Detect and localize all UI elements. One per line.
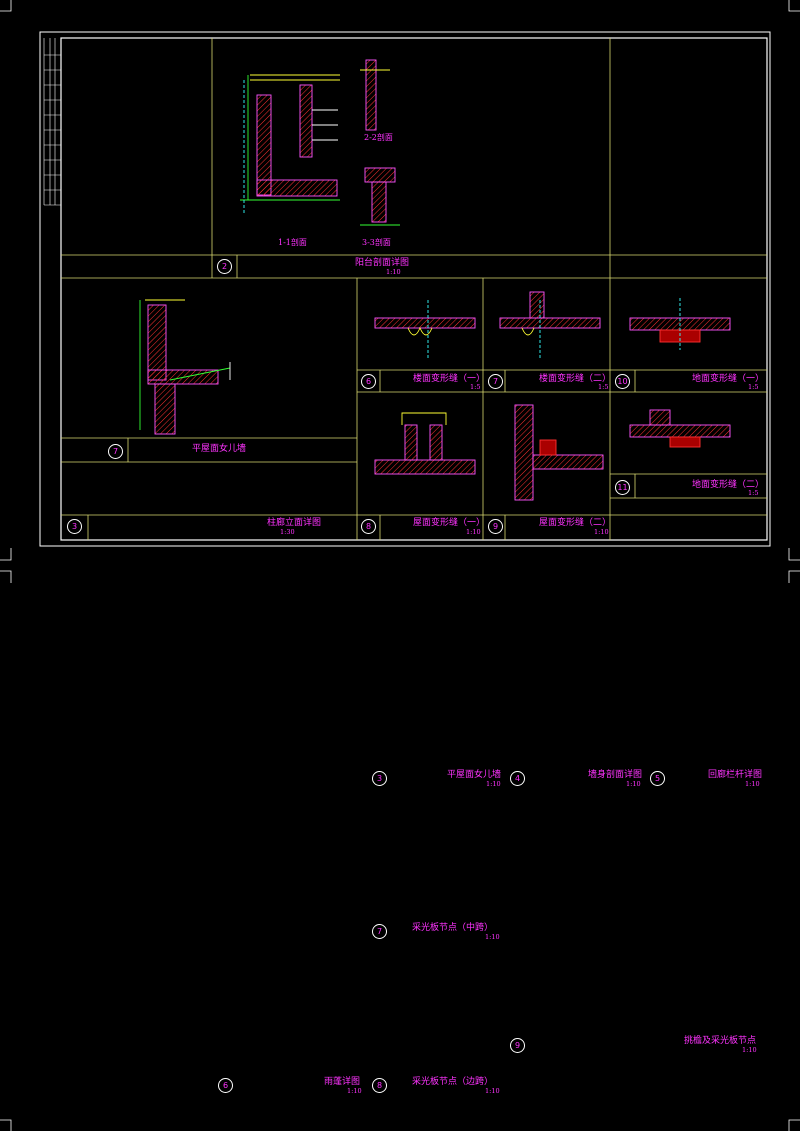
- floor-joint-1-scale: 1:5: [470, 383, 481, 391]
- skylight-edge-scale: 1:10: [485, 1087, 500, 1095]
- column-detail-number: 3: [67, 519, 82, 534]
- skylight-mid-title: 采光板节点（中跨）: [412, 923, 494, 933]
- ground-joint-1-title: 地面变形缝（一）: [692, 374, 765, 384]
- balcony-detail-number: 2: [217, 259, 232, 274]
- floor-joint-1-number: 6: [361, 374, 376, 389]
- ground-joint-1-number: 10: [615, 374, 630, 389]
- balcony-section-drawing: [240, 59, 400, 226]
- sheet-1-strip-cells: [44, 54, 61, 191]
- parapet-detail-number: 7: [108, 444, 123, 459]
- floor-joint-2-scale: 1:5: [598, 383, 609, 391]
- railing-detail-scale: 1:10: [745, 780, 760, 788]
- railing-detail-title: 回廊栏杆详图: [708, 770, 763, 780]
- ground-joint-2-title: 地面变形缝（二）: [692, 480, 765, 490]
- parapet2-detail-title: 平屋面女儿墙: [447, 770, 502, 780]
- wall-detail-number: 4: [510, 771, 525, 786]
- roof-joint-1-title: 屋面变形缝（一）: [413, 518, 486, 528]
- floor-joint-2-number: 7: [488, 374, 503, 389]
- ground-joint-1-scale: 1:5: [748, 383, 759, 391]
- roof-joint-1-scale: 1:10: [466, 528, 481, 536]
- column-detail-title: 柱廊立面详图: [267, 518, 322, 528]
- section-3-3-label: 3-3剖面: [362, 238, 391, 247]
- railing-detail-number: 5: [650, 771, 665, 786]
- roof-joint-2-number: 9: [488, 519, 503, 534]
- roof-joint-1-number: 8: [361, 519, 376, 534]
- parapet-detail-title: 平屋面女儿墙: [192, 444, 247, 454]
- roof-joint-2-title: 屋面变形缝（二）: [539, 518, 612, 528]
- wall-detail-scale: 1:10: [626, 780, 641, 788]
- eave-detail-scale: 1:10: [742, 1046, 757, 1054]
- floor-joint-1-title: 楼面变形缝（一）: [413, 374, 486, 384]
- skylight-edge-title: 采光板节点（边跨）: [412, 1077, 494, 1087]
- skylight-mid-number: 7: [372, 924, 387, 939]
- section-2-2-label: 2-2剖面: [364, 133, 393, 142]
- gutter-detail-scale: 1:10: [347, 1087, 362, 1095]
- section-1-1-label: 1-1剖面: [278, 238, 307, 247]
- eave-detail-number: 9: [510, 1038, 525, 1053]
- ground-joint-2-scale: 1:5: [748, 489, 759, 497]
- sheet-1-frame: [39, 31, 771, 547]
- wall-detail-title: 墙身剖面详图: [588, 770, 643, 780]
- parapet2-detail-scale: 1:10: [486, 780, 501, 788]
- sheet-1-grid: [61, 38, 767, 540]
- parapet2-detail-number: 3: [372, 771, 387, 786]
- balcony-detail-title: 阳台剖面详图: [355, 258, 410, 268]
- gutter-detail-title: 雨蓬详图: [324, 1077, 361, 1087]
- balcony-detail-scale: 1:10: [386, 268, 401, 276]
- skylight-edge-number: 8: [372, 1078, 387, 1093]
- joint-drawings: [374, 291, 731, 501]
- ground-joint-2-number: 11: [615, 480, 630, 495]
- gutter-detail-number: 6: [218, 1078, 233, 1093]
- roof-joint-2-scale: 1:10: [594, 528, 609, 536]
- skylight-mid-scale: 1:10: [485, 933, 500, 941]
- column-detail-scale: 1:30: [280, 528, 295, 536]
- parapet-drawing-1: [139, 299, 231, 435]
- eave-detail-title: 挑檐及采光板节点: [684, 1036, 757, 1046]
- floor-joint-2-title: 楼面变形缝（二）: [539, 374, 612, 384]
